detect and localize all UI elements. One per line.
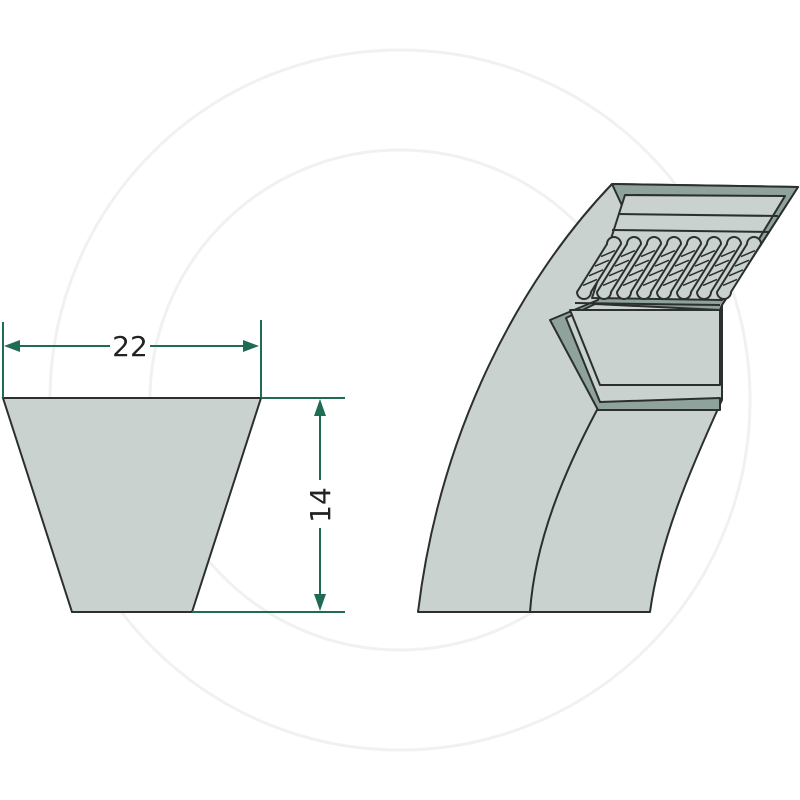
cord-twist — [660, 249, 676, 258]
cord-twist — [702, 278, 718, 287]
cord-twist — [694, 259, 710, 267]
height-dimension — [192, 397, 345, 613]
cord-twist — [722, 278, 738, 287]
cord-twist — [634, 259, 650, 267]
width-dimension — [2, 320, 262, 398]
belt-profile — [1, 397, 263, 613]
cord-twist — [680, 249, 696, 258]
cord-twist — [734, 259, 750, 267]
cord-twist — [620, 249, 636, 258]
cord-twist — [602, 278, 618, 287]
cord-twist — [648, 269, 664, 277]
height-label: 14 — [304, 487, 337, 523]
cord-twist — [594, 259, 610, 267]
width-label: 22 — [112, 330, 148, 363]
cord-twist — [588, 269, 604, 277]
cord-twist — [622, 278, 638, 287]
cord-twist — [640, 249, 656, 258]
cord-twist — [662, 278, 678, 287]
tension-cords — [575, 236, 763, 300]
cord-twist — [682, 278, 698, 287]
cord-twist — [654, 259, 670, 267]
cord-twist — [728, 269, 744, 277]
cord-twist — [720, 249, 736, 258]
compression-block — [569, 309, 721, 386]
cord-twist — [628, 269, 644, 277]
cord-twist — [674, 259, 690, 267]
cord-twist — [668, 269, 684, 277]
cord-twist — [582, 278, 598, 287]
belt-inner-curve — [529, 407, 599, 613]
cord-twist — [740, 249, 756, 258]
cord-twist — [608, 269, 624, 277]
cord-twist — [600, 249, 616, 258]
cord-twist — [714, 259, 730, 267]
cord-twist — [614, 259, 630, 267]
cord-twist — [700, 249, 716, 258]
cord-twist — [708, 269, 724, 277]
cross-section — [1, 397, 263, 613]
cord-twist — [688, 269, 704, 277]
cord-twist — [642, 278, 658, 287]
